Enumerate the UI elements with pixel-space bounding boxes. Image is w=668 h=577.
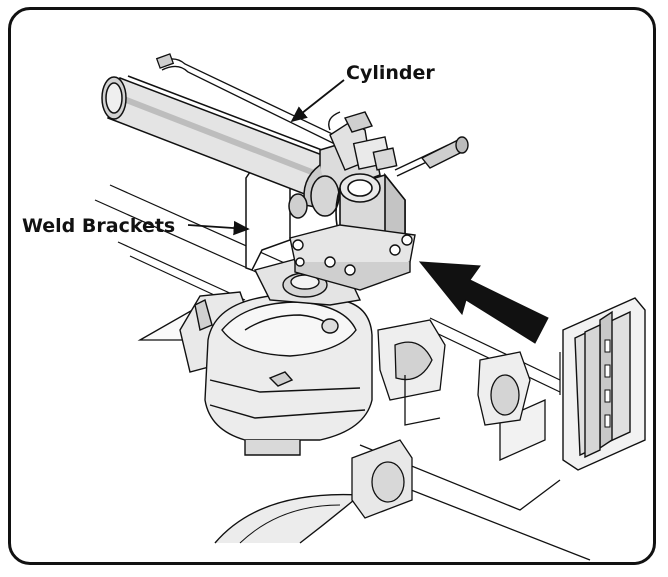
mounting-plate xyxy=(289,224,416,291)
cylinder-tube xyxy=(101,75,336,202)
cylinder-leader-line xyxy=(290,79,345,123)
engine xyxy=(179,257,373,456)
lower-block xyxy=(351,439,413,519)
right-brackets xyxy=(377,319,531,426)
weld-brackets-leader-line xyxy=(187,220,250,236)
hydraulic-hose xyxy=(155,53,346,149)
control-valve xyxy=(328,111,398,171)
valve-handle xyxy=(394,136,469,177)
tire xyxy=(214,493,362,544)
weld-brackets-label: Weld Brackets xyxy=(22,215,176,237)
end-plate xyxy=(562,297,646,471)
push-direction-arrow xyxy=(418,261,549,344)
cylinder-label: Cylinder xyxy=(346,62,435,84)
